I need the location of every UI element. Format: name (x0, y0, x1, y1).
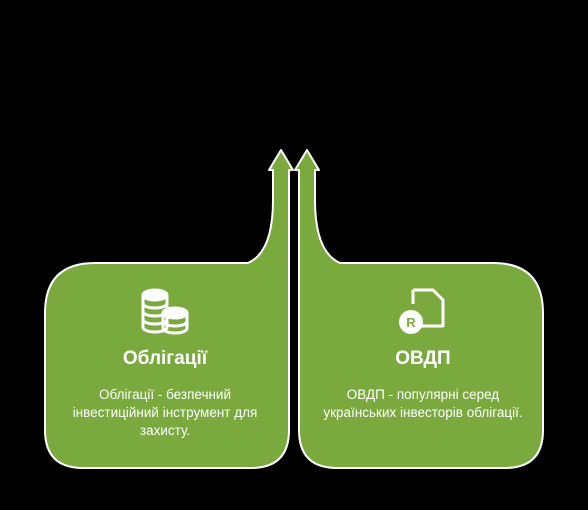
card-title: Облігації (122, 348, 208, 369)
card-ovdp: R ОВДП ОВДП - популярні серед українськи… (323, 282, 523, 422)
card-title: ОВДП (395, 348, 451, 369)
svg-text:R: R (406, 315, 416, 330)
bond-certificate-icon: R (323, 282, 523, 340)
card-description: ОВДП - популярні серед українських інвес… (323, 387, 523, 420)
card-bonds: Облігації Облігації - безпечний інвестиц… (65, 282, 265, 440)
right-card-arrow-shape (294, 149, 544, 469)
coins-stack-icon (65, 282, 265, 340)
card-description: Облігації - безпечний інвестиційний інст… (72, 387, 258, 438)
